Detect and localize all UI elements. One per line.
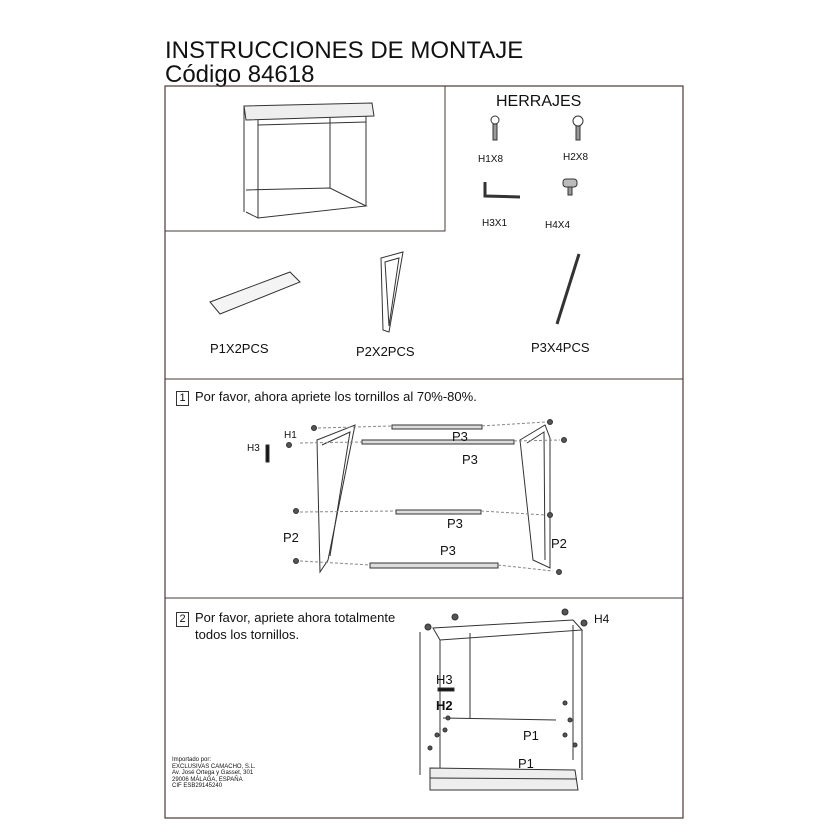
part-p2-label: P2X2PCS bbox=[356, 344, 415, 359]
hardware-h3-label: H3X1 bbox=[482, 218, 508, 229]
label-p3-top: P3 bbox=[452, 429, 468, 444]
label-p3-third: P3 bbox=[447, 516, 463, 531]
part-p1-label: P1X2PCS bbox=[210, 341, 269, 356]
bolt-h2-icon bbox=[572, 115, 584, 141]
label-h2: H2 bbox=[436, 698, 453, 713]
part-p3-label: P3X4PCS bbox=[531, 340, 590, 355]
footer-line: CIF ESB29145240 bbox=[172, 783, 223, 789]
footer-line: EXCLUSIVAS CAMACHO, S.L. bbox=[172, 763, 256, 770]
part-p1-board bbox=[209, 271, 301, 315]
page-title: INSTRUCCIONES DE MONTAJE bbox=[165, 37, 524, 64]
label-p2-right: P2 bbox=[551, 536, 567, 551]
step1-diagram bbox=[265, 419, 567, 575]
step1-text: Por favor, ahora apriete los tornillos a… bbox=[195, 389, 477, 404]
part-p2-frame bbox=[380, 251, 404, 333]
footer-line: 29006 MÁLAGA, ESPAÑA bbox=[172, 776, 243, 783]
hardware-title: HERRAJES bbox=[496, 93, 582, 110]
step1-instruction: 1 Por favor, ahora apriete los tornillos … bbox=[176, 389, 477, 406]
step1-number: 1 bbox=[176, 391, 189, 406]
allen-key-h3-icon bbox=[483, 182, 521, 199]
cap-nut-h4-icon bbox=[562, 178, 578, 196]
product-code: Código 84618 bbox=[165, 61, 315, 88]
bolt-h1-icon bbox=[490, 115, 500, 141]
label-h3-step2: H3 bbox=[436, 672, 453, 687]
step2-diagram bbox=[419, 608, 588, 791]
label-p1-top: P1 bbox=[523, 728, 539, 743]
footer-line: Av. José Ortega y Gasset, 301 bbox=[172, 770, 254, 776]
part-p3-bar bbox=[555, 253, 581, 325]
label-h3: H3 bbox=[247, 443, 260, 454]
importer-info: Importado por:EXCLUSIVAS CAMACHO, S.L.Av… bbox=[172, 757, 256, 790]
label-p3-second: P3 bbox=[462, 452, 478, 467]
hardware-h1-label: H1X8 bbox=[478, 154, 504, 165]
step2-text-line2: todos los tornillos. bbox=[195, 627, 300, 642]
label-h4: H4 bbox=[594, 612, 610, 626]
step2-number: 2 bbox=[176, 612, 189, 627]
label-p1-bottom: P1 bbox=[518, 756, 534, 771]
hardware-h2-label: H2X8 bbox=[563, 152, 589, 163]
step2-text-line1: Por favor, apriete ahora totalmente bbox=[195, 610, 396, 625]
footer-line: Importado por: bbox=[172, 757, 212, 763]
label-h1: H1 bbox=[284, 430, 297, 441]
label-p3-bottom: P3 bbox=[440, 543, 456, 558]
product-illustration bbox=[243, 102, 375, 219]
hardware-h4-label: H4X4 bbox=[545, 220, 571, 231]
step2-instruction: 2 Por favor, apriete ahora totalmente bbox=[176, 610, 395, 627]
label-p2-left: P2 bbox=[283, 530, 299, 545]
